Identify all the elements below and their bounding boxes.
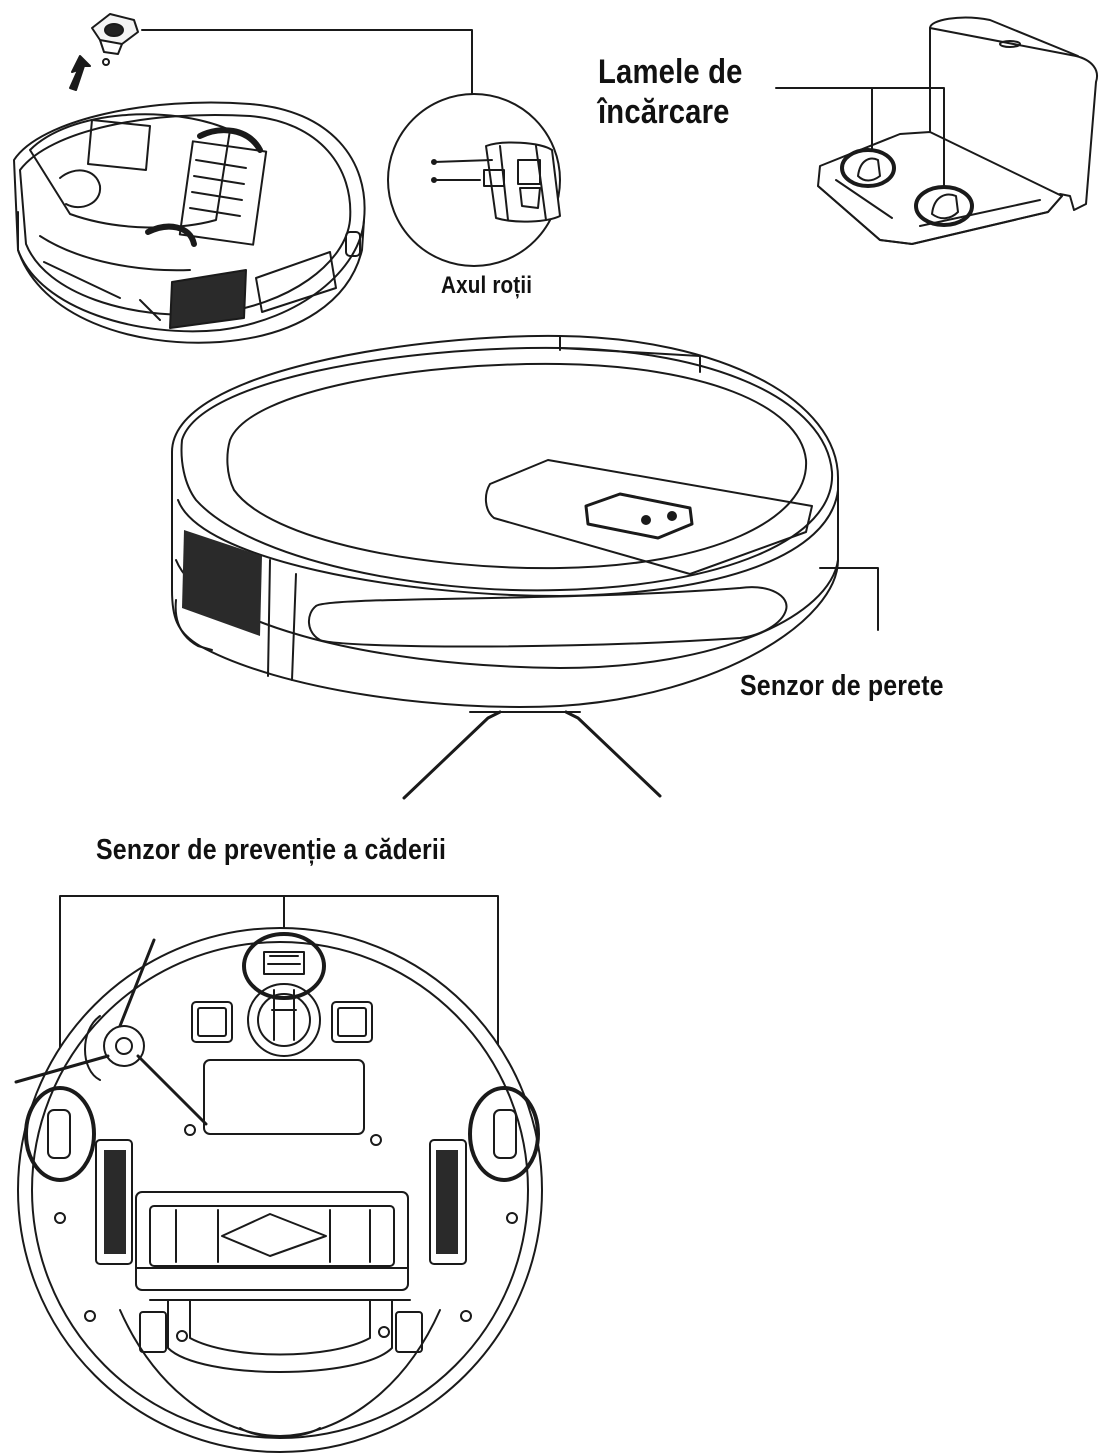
label-wall-sensor: Senzor de perete [740,670,944,702]
robot-top-view [171,334,879,800]
robot-underside [14,895,543,1453]
charging-dock [775,16,1098,245]
front-grille [182,530,262,636]
label-cliff-sensor: Senzor de prevenție a căderii [96,834,447,866]
wheel-axle-zoom [387,93,561,267]
label-charging-contacts-line1: Lamele de [598,53,743,91]
label-wheel-axle: Axul roții [441,272,533,299]
arrow-up-icon [69,55,91,91]
side-grille [170,270,246,328]
label-charging-contacts: Lamele de încărcare [598,52,743,132]
label-charging-contacts-line2: încărcare [598,93,730,131]
caster-wheel-icon [91,13,139,66]
robot-bottom-view-small [13,13,473,344]
right-wheel [429,1139,467,1265]
left-wheel [95,1139,133,1265]
